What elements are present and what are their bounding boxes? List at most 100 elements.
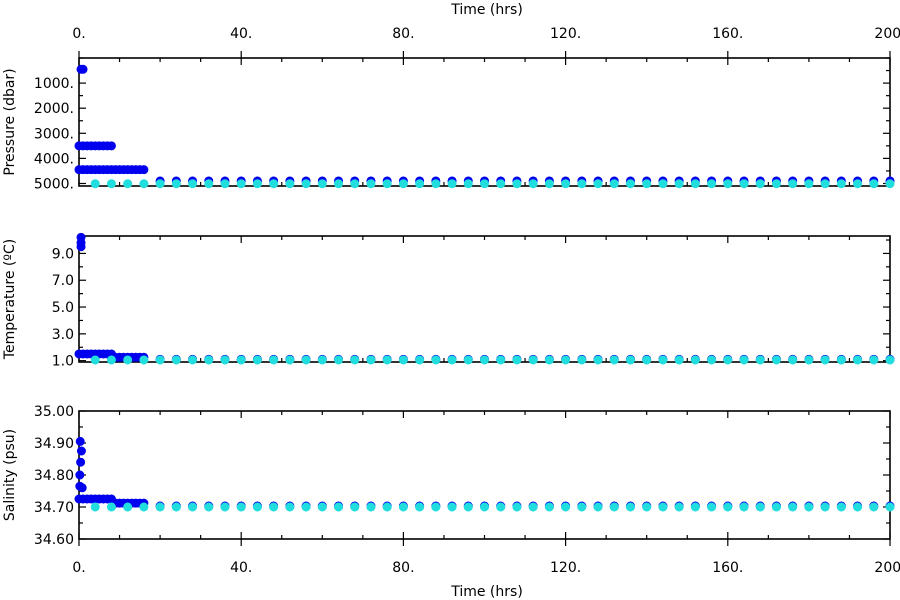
x-tick-label: 120.	[550, 560, 581, 576]
data-point	[236, 502, 246, 512]
data-point	[204, 355, 214, 365]
data-point	[561, 502, 571, 512]
data-point	[528, 502, 538, 512]
data-point	[625, 502, 635, 512]
data-point	[463, 355, 473, 365]
data-point	[625, 355, 635, 365]
data-point	[366, 502, 376, 512]
data-point	[658, 355, 668, 365]
data-point	[90, 355, 100, 365]
data-point	[155, 502, 165, 512]
data-point	[771, 355, 781, 365]
data-point	[723, 502, 733, 512]
data-point	[301, 355, 311, 365]
data-point	[642, 502, 652, 512]
data-point	[301, 179, 311, 189]
data-point	[77, 483, 87, 493]
data-point	[220, 355, 230, 365]
data-point	[106, 179, 116, 189]
data-point	[431, 355, 441, 365]
data-point	[76, 457, 86, 467]
data-point	[285, 502, 295, 512]
data-point	[479, 179, 489, 189]
data-point	[512, 502, 522, 512]
data-point	[350, 502, 360, 512]
data-point	[398, 502, 408, 512]
data-point	[609, 502, 619, 512]
data-point	[269, 502, 279, 512]
data-point	[869, 502, 879, 512]
data-point	[106, 502, 116, 512]
data-point	[512, 355, 522, 365]
y-tick-label: 34.90	[34, 436, 74, 452]
data-point	[106, 141, 116, 151]
data-point	[836, 355, 846, 365]
y-tick-label: 3000.	[34, 126, 74, 142]
y-tick-label: 34.60	[34, 532, 74, 548]
data-point	[885, 502, 895, 512]
data-point	[788, 502, 798, 512]
data-point	[836, 179, 846, 189]
data-point	[75, 436, 85, 446]
data-point	[382, 355, 392, 365]
data-point	[171, 355, 181, 365]
data-point	[90, 502, 100, 512]
y-tick-label: 1.0	[52, 354, 74, 370]
bottom-time-axis: 0.40.80.120.160.200.	[72, 539, 900, 576]
data-point	[577, 179, 587, 189]
data-point	[171, 502, 181, 512]
data-point	[707, 179, 717, 189]
data-point	[188, 355, 198, 365]
data-point	[463, 179, 473, 189]
data-point	[771, 502, 781, 512]
data-point	[869, 355, 879, 365]
data-point	[447, 502, 457, 512]
data-point	[642, 355, 652, 365]
data-point	[139, 502, 149, 512]
data-point	[755, 179, 765, 189]
x-tick-label: 160.	[712, 560, 743, 576]
x-tick-label: 120.	[550, 26, 581, 42]
data-point	[334, 179, 344, 189]
data-point	[853, 355, 863, 365]
data-point	[496, 355, 506, 365]
data-point	[236, 179, 246, 189]
data-point	[739, 502, 749, 512]
data-point	[285, 179, 295, 189]
data-point	[415, 502, 425, 512]
y-tick-label: 5.0	[52, 300, 74, 316]
data-point	[528, 355, 538, 365]
data-point	[723, 179, 733, 189]
y-tick-label: 9.0	[52, 246, 74, 262]
data-point	[139, 165, 149, 175]
data-point	[220, 502, 230, 512]
data-point	[366, 179, 376, 189]
x-tick-label: 200.	[874, 560, 900, 576]
data-point	[139, 179, 149, 189]
data-point	[885, 355, 895, 365]
x-tick-label: 0.	[72, 560, 85, 576]
data-point	[544, 179, 554, 189]
data-point	[301, 502, 311, 512]
data-point	[528, 179, 538, 189]
y-tick-label: 34.70	[34, 500, 74, 516]
data-point	[447, 355, 457, 365]
data-point	[642, 179, 652, 189]
y-tick-label: 4000.	[34, 151, 74, 167]
data-point	[577, 355, 587, 365]
data-point	[804, 502, 814, 512]
data-point	[382, 179, 392, 189]
y-tick-label: 34.80	[34, 468, 74, 484]
data-point	[269, 179, 279, 189]
data-point	[171, 179, 181, 189]
data-point	[204, 502, 214, 512]
data-point	[496, 179, 506, 189]
data-point	[788, 355, 798, 365]
data-point	[836, 502, 846, 512]
y-tick-label: 35.00	[34, 404, 74, 420]
data-point	[334, 355, 344, 365]
data-point	[350, 355, 360, 365]
data-point	[496, 502, 506, 512]
data-point	[76, 242, 86, 252]
data-point	[707, 502, 717, 512]
